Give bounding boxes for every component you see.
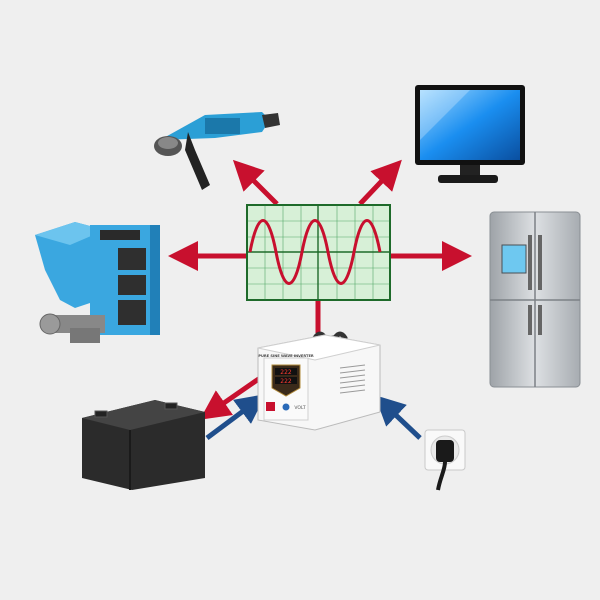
sine-wave <box>248 219 382 285</box>
sine-wave-oscilloscope <box>246 204 391 301</box>
pellet-boiler <box>35 222 160 343</box>
wall-socket-with-plug <box>424 429 466 491</box>
ups-front-label: PURE SINE WAVE INVERTER <box>258 354 314 358</box>
battery <box>82 400 205 490</box>
ups-display-1: 222 <box>280 369 292 376</box>
arrow-to-tv <box>358 159 402 206</box>
ups-brand: VOLT <box>294 405 305 411</box>
ups-inverter: PURE SINE WAVE INVERTER 222 222 VOLT <box>257 331 381 431</box>
ups-display-2: 222 <box>280 378 292 385</box>
refrigerator <box>489 211 581 388</box>
arrow-grid-to-inverter <box>374 395 422 440</box>
arrow-battery-to-inverter <box>205 394 267 441</box>
flat-screen-tv <box>415 85 525 183</box>
angle-grinder <box>154 112 280 190</box>
arrows <box>168 159 472 441</box>
power-switch <box>266 402 275 411</box>
ups-vents <box>339 364 366 394</box>
indicator-light <box>282 403 290 411</box>
arrow-inverter-to-battery <box>199 375 262 420</box>
arrow-to-grinder <box>232 159 279 206</box>
